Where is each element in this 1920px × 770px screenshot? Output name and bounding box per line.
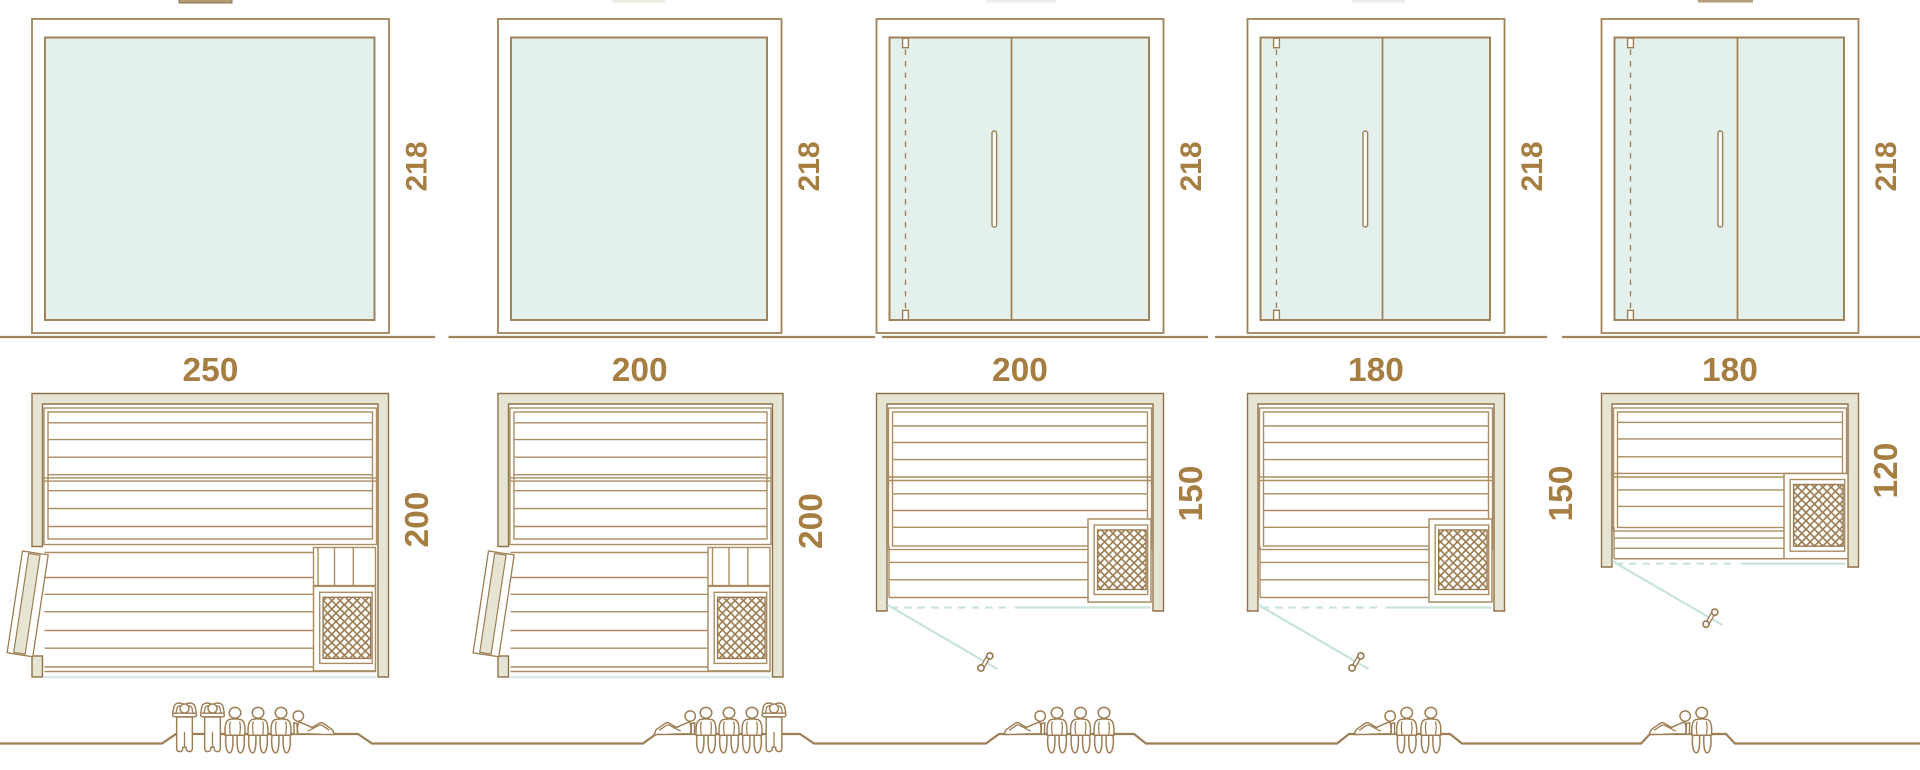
svg-text:250: 250 xyxy=(183,352,239,389)
svg-text:120: 120 xyxy=(1868,443,1905,499)
svg-text:200: 200 xyxy=(793,493,830,549)
svg-text:180: 180 xyxy=(1702,352,1758,389)
svg-text:200: 200 xyxy=(612,352,668,389)
svg-text:200: 200 xyxy=(399,492,436,548)
svg-text:200: 200 xyxy=(992,352,1048,389)
svg-text:150: 150 xyxy=(1173,466,1210,522)
svg-text:218: 218 xyxy=(1516,141,1549,191)
svg-text:218: 218 xyxy=(1175,141,1208,191)
svg-text:180: 180 xyxy=(1348,352,1404,389)
svg-text:218: 218 xyxy=(793,141,826,191)
svg-text:218: 218 xyxy=(1870,141,1903,191)
svg-text:150: 150 xyxy=(1543,466,1580,522)
svg-text:218: 218 xyxy=(401,141,434,191)
